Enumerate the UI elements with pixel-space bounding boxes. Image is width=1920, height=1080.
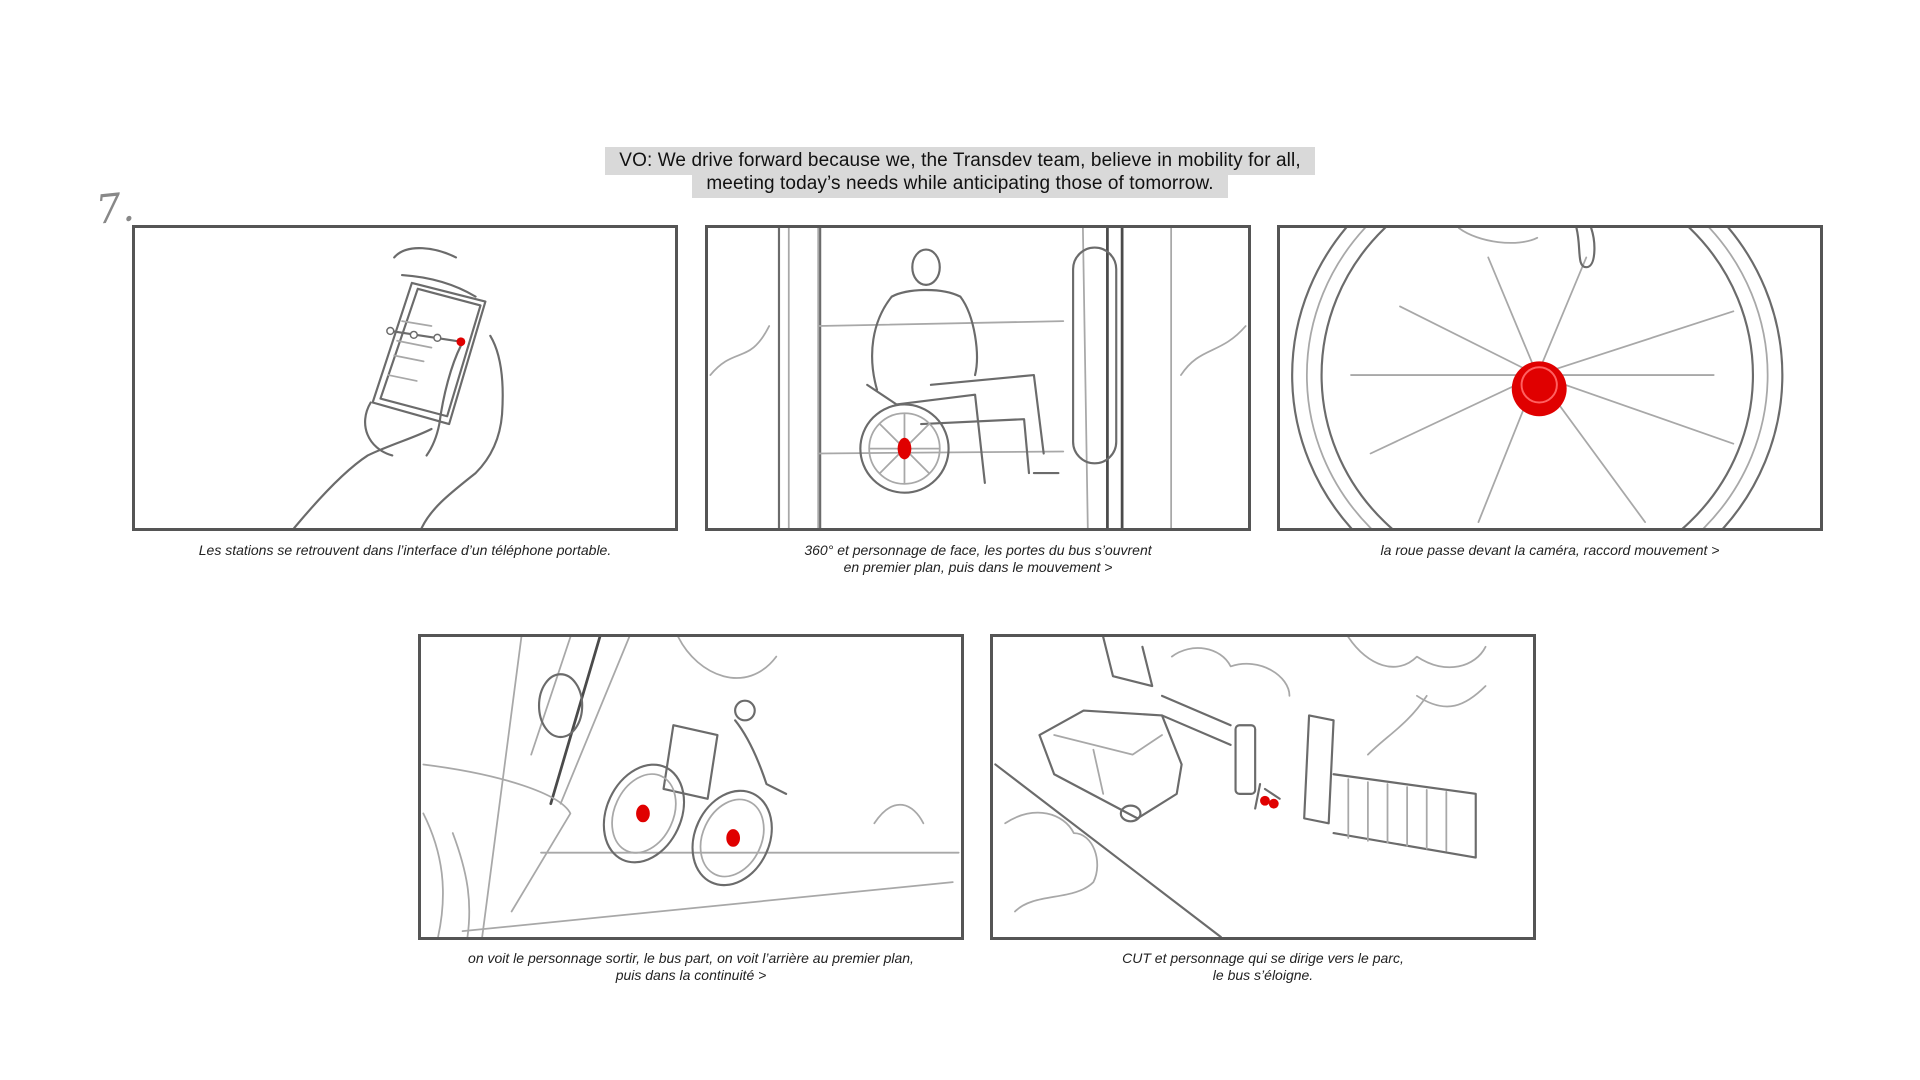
park-scene-sketch <box>994 637 1487 937</box>
wheel-hub-red <box>636 804 650 823</box>
station-dot <box>409 330 418 340</box>
caption-panel-1: Les stations se retrouvent dans l’interf… <box>198 542 612 558</box>
wheelchair-bus-sketch <box>709 228 1247 528</box>
storyboard-panel-5 <box>990 634 1536 940</box>
storyboard-panel-3 <box>1277 225 1823 531</box>
voiceover-line-2: meeting today’s needs while anticipating… <box>0 170 1920 198</box>
storyboard-panel-2 <box>705 225 1251 531</box>
phone-hand-sketch <box>293 247 504 528</box>
caption-panel-4: on voit le personnage sortir, le bus par… <box>468 950 914 983</box>
wheel-closeup-sketch <box>1291 228 1784 528</box>
wheel-hub-red <box>897 437 912 460</box>
wheel-hub-red <box>1511 361 1567 417</box>
wheel-hub-red <box>726 829 741 847</box>
caption-panel-2: 360° et personnage de face, les portes d… <box>804 542 1152 575</box>
wheel-hub-red <box>1260 795 1270 806</box>
storyboard-panel-4 <box>418 634 964 940</box>
caption-panel-5: CUT et personnage qui se dirige vers le … <box>1122 950 1404 983</box>
storyboard-panel-1 <box>132 225 678 531</box>
leaving-bus-sketch <box>422 637 960 937</box>
station-dot-active <box>456 337 466 347</box>
station-dot <box>433 333 442 342</box>
scene-number: 7. <box>93 184 137 234</box>
wheel-hub-red <box>1268 798 1279 809</box>
caption-panel-3: la roue passe devant la caméra, raccord … <box>1380 542 1720 558</box>
station-dot <box>386 326 395 336</box>
